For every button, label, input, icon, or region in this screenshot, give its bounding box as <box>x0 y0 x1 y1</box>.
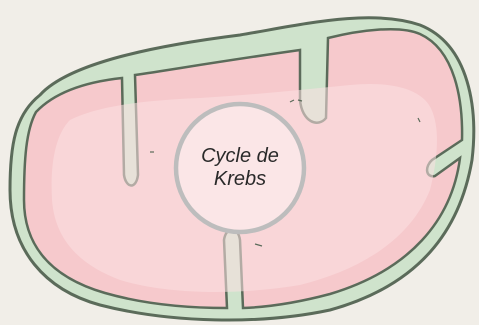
krebs-cycle-label: Cycle de Krebs <box>170 145 310 191</box>
krebs-label-line1: Cycle de <box>170 145 310 168</box>
krebs-label-line2: Krebs <box>170 168 310 191</box>
